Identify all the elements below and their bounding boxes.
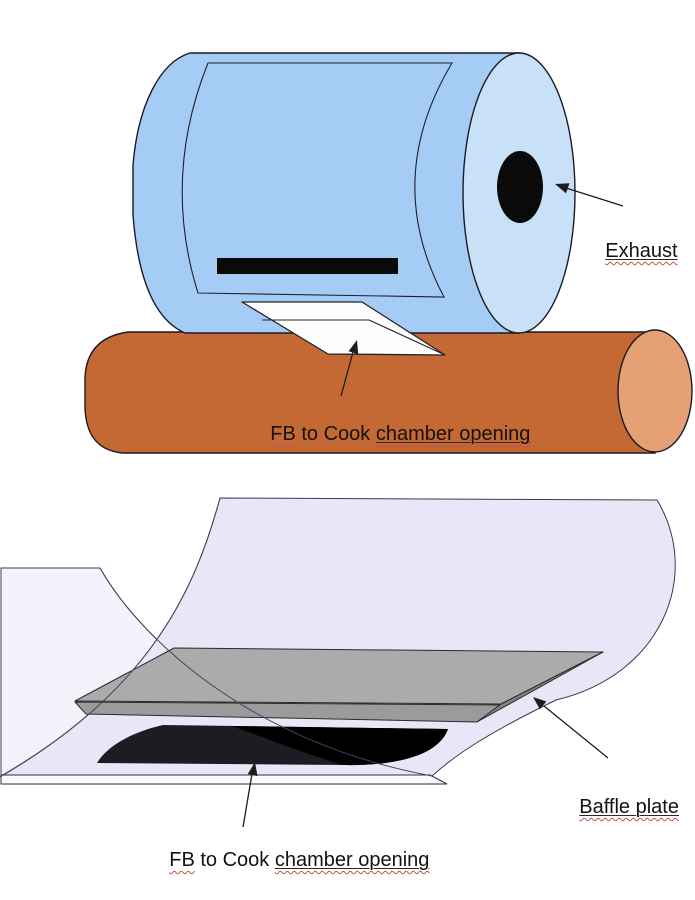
label-tail-underlined: chamber opening [275, 849, 430, 871]
firebox-body [84, 331, 656, 454]
label-exhaust-underlined: Exhaust [605, 240, 677, 262]
label-tail-text: chamber opening [375, 423, 531, 445]
fb-opening-inner-edge-2 [368, 319, 446, 356]
baffle-side-face [476, 651, 604, 723]
label-exhaust: Exhaust [583, 217, 677, 286]
fb-opening-3d-top [241, 301, 446, 356]
label-fb-word: FB [270, 423, 296, 445]
label-middle-text: to Cook [194, 849, 275, 871]
floor-strip [0, 774, 448, 785]
fb-opening-arrow-bottom [242, 762, 258, 828]
fb-opening-arrow-top [340, 340, 359, 397]
fb-opening-black-shape [232, 726, 448, 766]
cook-chamber-cylinder [132, 52, 576, 334]
label-exhaust-text: Exhaust [605, 240, 678, 262]
door-handle [217, 258, 398, 274]
label-tail-text: chamber opening [274, 849, 430, 871]
label-fb-to-cook-opening-bottom: FB to Cook chamber opening [147, 826, 429, 895]
label-middle-text: to Cook [295, 423, 376, 445]
cook-chamber-body [132, 52, 520, 334]
firebox-end-face [617, 329, 693, 453]
sheet-edge-curve-main [0, 497, 221, 778]
label-baffle-underlined: Baffle plate [579, 796, 679, 818]
chamber-door-outline [181, 62, 453, 298]
label-baffle-plate: Baffle plate [557, 773, 679, 842]
baffle-plate-arrow [533, 697, 609, 759]
label-fb-to-cook-opening-top: FB to Cook chamber opening [248, 400, 530, 469]
label-fb-word: FB [169, 849, 195, 871]
label-tail-underlined: chamber opening [376, 423, 531, 445]
firebox-cylinder [84, 329, 693, 454]
exhaust-arrow [555, 183, 624, 207]
sheet-edge-curve-left [99, 567, 433, 777]
label-baffle-text: Baffle plate [579, 796, 679, 818]
chamber-interior-view [0, 497, 676, 785]
baffle-plate-3d [74, 647, 604, 723]
exhaust-hole [497, 151, 543, 223]
